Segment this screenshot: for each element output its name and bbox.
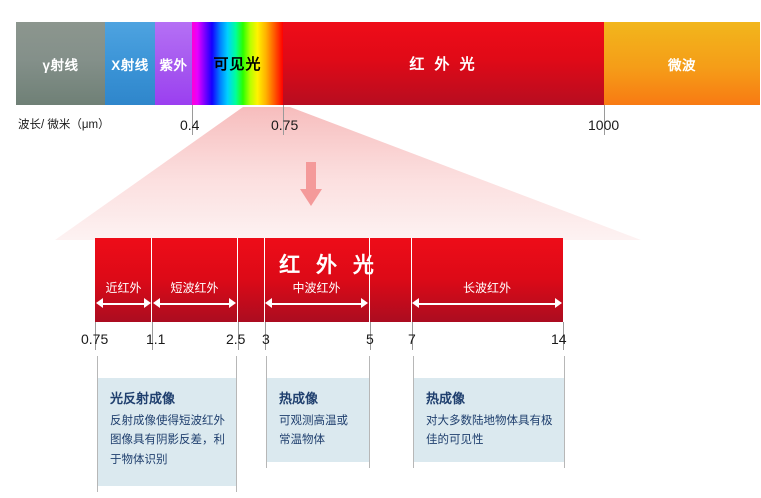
segment-label-near-infrared: 近红外 [105, 281, 142, 295]
arrow-right-icon [144, 297, 151, 308]
wavelength-axis-caption: 波长/ 微米（μm） [18, 119, 110, 131]
ir-tick-7 [412, 322, 413, 350]
ir-divider-7 [411, 238, 413, 322]
info-box-title: 热成像 [279, 391, 319, 406]
info-box-thermal-imaging-lwir: 热成像 对大多数陆地物体具有极佳的可见性 [414, 378, 564, 462]
spectrum-tick-label-0.75: 0.75 [271, 117, 299, 133]
ir-tick-label-14: 14 [551, 331, 567, 347]
ir-tick-label-2.5: 2.5 [226, 331, 246, 347]
segment-label-long-wave-infrared: 长波红外 [462, 281, 511, 295]
ir-tick-1.1 [152, 322, 153, 350]
info-box-reflective-imaging: 光反射成像 反射成像使得短波红外图像具有阴影反差，利于物体识别 [98, 378, 236, 486]
band-label-microwave: 微波 [668, 57, 696, 73]
arrow-right-icon [229, 297, 236, 308]
box-connector-right-2 [369, 356, 370, 468]
ir-tick-label-0.75: 0.75 [81, 331, 109, 347]
band-gamma-ray: γ射线 [16, 22, 105, 105]
infrared-detail-title: 红 外 光 [279, 254, 379, 277]
ir-tick-label-7: 7 [408, 331, 416, 347]
ir-tick-3 [265, 322, 266, 350]
arrow-left-icon [153, 297, 160, 308]
segment-label-short-wave-infrared: 短波红外 [170, 281, 219, 295]
segment-line [159, 303, 230, 305]
ir-tick-14 [563, 322, 564, 350]
ir-tick-label-3: 3 [262, 331, 270, 347]
ir-divider-2.5 [237, 238, 239, 322]
box-connector-left-2 [266, 356, 267, 468]
spectrum-tick-0.4 [192, 105, 193, 135]
segment-line [102, 303, 145, 305]
segment-label-mid-wave-infrared: 中波红外 [292, 281, 341, 295]
ir-tick-0.75 [95, 322, 96, 350]
down-arrow-icon [300, 162, 322, 206]
arrow-left-icon [265, 297, 272, 308]
segment-short-wave-infrared: 短波红外 [153, 281, 236, 313]
spectrum-tick-label-0.4: 0.4 [180, 117, 200, 133]
ir-tick-label-1.1: 1.1 [146, 331, 166, 347]
funnel-connector [55, 107, 641, 240]
segment-long-wave-infrared: 长波红外 [412, 281, 562, 313]
info-box-title: 热成像 [426, 391, 466, 406]
electromagnetic-spectrum-bar: γ射线 X射线 紫外 可见光 红 外 光 微波 [16, 22, 760, 105]
segment-near-infrared: 近红外 [96, 281, 151, 313]
arrow-right-icon [555, 297, 562, 308]
spectrum-tick-0.75 [283, 105, 284, 135]
box-connector-left-1 [97, 356, 98, 492]
spectrum-tick-label-1000: 1000 [588, 117, 620, 133]
ir-tick-label-5: 5 [366, 331, 374, 347]
arrow-right-icon [361, 297, 368, 308]
band-label-x-ray: X射线 [111, 57, 149, 73]
ir-tick-2.5 [238, 322, 239, 350]
box-connector-right-3 [564, 356, 565, 468]
band-label-visible-light: 可见光 [213, 56, 262, 73]
ir-divider-1.1 [151, 238, 153, 322]
ir-tick-5 [370, 322, 371, 350]
spectrum-tick-1000 [604, 105, 605, 135]
band-infrared: 红 外 光 [283, 22, 604, 105]
band-x-ray: X射线 [105, 22, 155, 105]
segment-line [418, 303, 556, 305]
info-box-body: 可观测高温或常温物体 [279, 414, 348, 447]
arrow-left-icon [96, 297, 103, 308]
band-ultraviolet: 紫外 [155, 22, 192, 105]
ir-divider-3 [264, 238, 266, 322]
band-visible-light: 可见光 [192, 22, 283, 105]
info-box-body: 反射成像使得短波红外图像具有阴影反差，利于物体识别 [110, 414, 225, 467]
infrared-detail-bar: 红 外 光 近红外 短波红外 中波红外 长波红外 [95, 238, 563, 322]
ir-divider-5 [369, 238, 371, 322]
arrow-left-icon [412, 297, 419, 308]
info-box-title: 光反射成像 [110, 391, 176, 406]
info-box-thermal-imaging-mwir: 热成像 可观测高温或常温物体 [267, 378, 369, 462]
segment-line [271, 303, 362, 305]
band-label-ultraviolet: 紫外 [159, 57, 188, 73]
info-box-body: 对大多数陆地物体具有极佳的可见性 [426, 414, 553, 447]
band-microwave: 微波 [604, 22, 760, 105]
box-connector-left-3 [413, 356, 414, 468]
box-connector-right-1 [236, 356, 237, 492]
band-label-gamma-ray: γ射线 [42, 57, 79, 73]
segment-mid-wave-infrared: 中波红外 [265, 281, 368, 313]
band-label-infrared: 红 外 光 [409, 56, 478, 73]
